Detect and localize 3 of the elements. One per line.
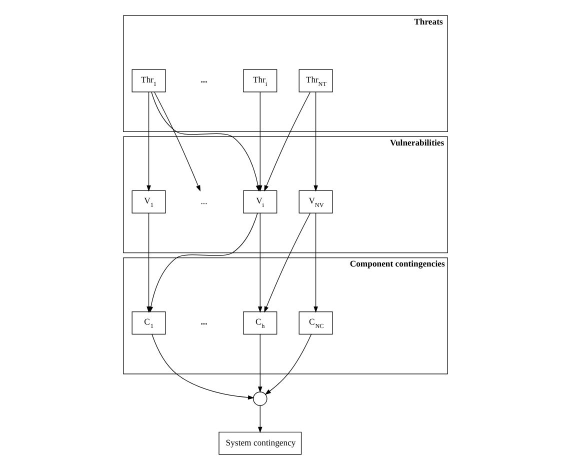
label: ... (200, 74, 207, 84)
node-text: ... (200, 196, 207, 206)
label: ... (200, 316, 207, 327)
